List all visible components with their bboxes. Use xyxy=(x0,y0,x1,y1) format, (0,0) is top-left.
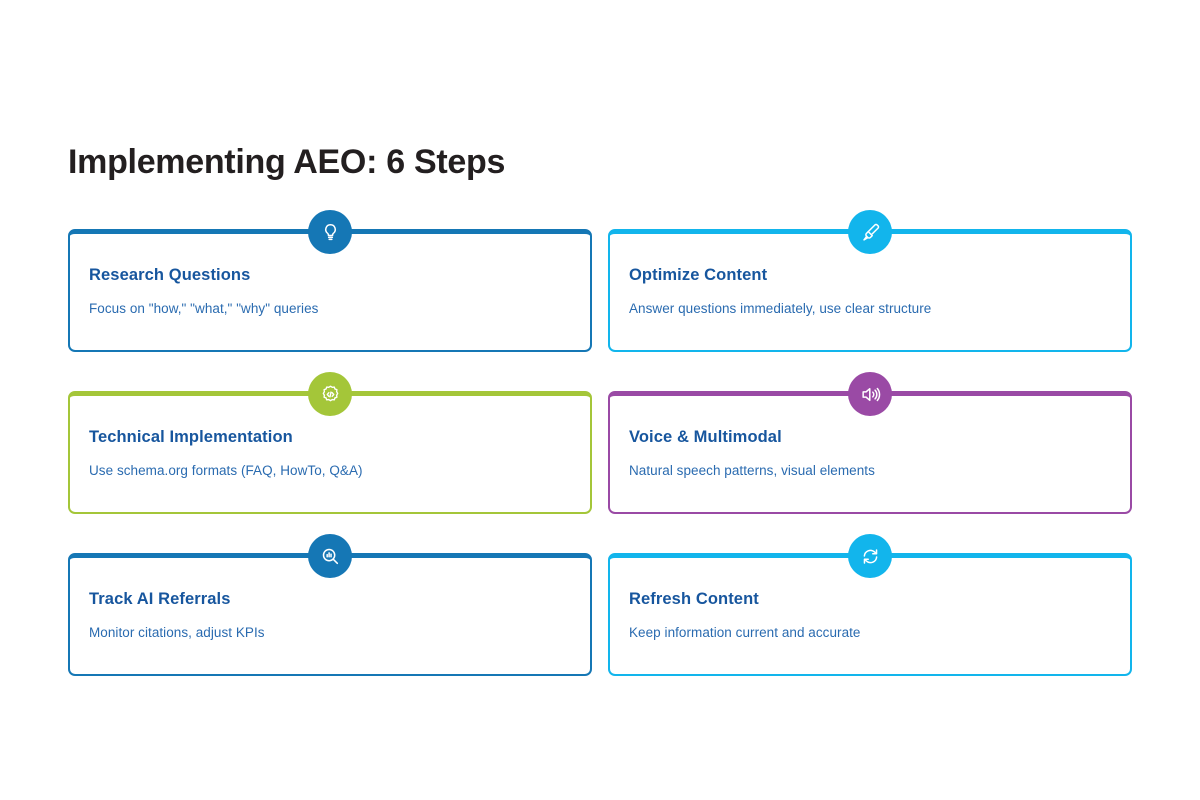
card-title: Research Questions xyxy=(89,266,251,284)
card-description: Use schema.org formats (FAQ, HowTo, Q&A) xyxy=(89,462,363,478)
card-description: Answer questions immediately, use clear … xyxy=(629,300,932,316)
card-title: Voice & Multimodal xyxy=(629,428,782,446)
step-card-refresh-content[interactable]: Refresh Content Keep information current… xyxy=(608,534,1132,676)
code-badge-icon xyxy=(308,372,352,416)
refresh-cycle-icon xyxy=(848,534,892,578)
card-description: Focus on "how," "what," "why" queries xyxy=(89,300,319,316)
card-title: Optimize Content xyxy=(629,266,768,284)
page-title: Implementing AEO: 6 Steps xyxy=(68,142,506,181)
card-title: Technical Implementation xyxy=(89,428,293,446)
steps-grid: Research Questions Focus on "how," "what… xyxy=(68,210,1132,676)
card-title: Track AI Referrals xyxy=(89,590,231,608)
analytics-search-icon xyxy=(308,534,352,578)
step-card-optimize-content[interactable]: Optimize Content Answer questions immedi… xyxy=(608,210,1132,352)
card-description: Natural speech patterns, visual elements xyxy=(629,462,875,478)
step-card-technical-implementation[interactable]: Technical Implementation Use schema.org … xyxy=(68,372,592,514)
paintbrush-icon xyxy=(848,210,892,254)
step-card-track-ai-referrals[interactable]: Track AI Referrals Monitor citations, ad… xyxy=(68,534,592,676)
speaker-volume-icon xyxy=(848,372,892,416)
step-card-research-questions[interactable]: Research Questions Focus on "how," "what… xyxy=(68,210,592,352)
card-title: Refresh Content xyxy=(629,590,759,608)
lightbulb-icon xyxy=(308,210,352,254)
card-description: Keep information current and accurate xyxy=(629,624,861,640)
step-card-voice-multimodal[interactable]: Voice & Multimodal Natural speech patter… xyxy=(608,372,1132,514)
card-description: Monitor citations, adjust KPIs xyxy=(89,624,265,640)
